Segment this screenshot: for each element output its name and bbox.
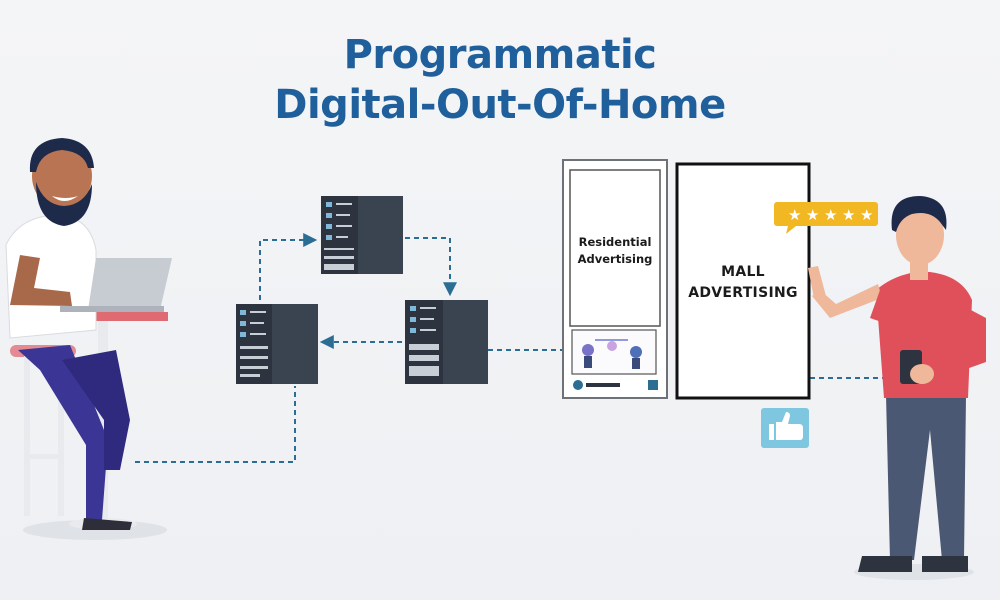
residential-kiosk [562,159,668,399]
server-right [405,300,488,384]
title-line-2: Digital-Out-Of-Home [274,82,726,128]
man-pointing [808,196,986,580]
svg-text:★: ★ [806,206,819,224]
flow-line-laptop-to-server [135,386,296,463]
flow-arrow-to-top-server [259,233,318,300]
man-with-laptop [5,138,172,540]
star-icon: ★ ★ ★ ★ ★ [788,206,873,224]
server-top [321,196,403,274]
kiosk-footer-logos [573,380,658,390]
mall-label-line-1: MALL [721,264,765,280]
svg-text:★: ★ [860,206,873,224]
thumbs-up-icon [761,408,809,448]
kiosk-mini-illustration [582,339,642,369]
mall-label-line-2: ADVERTISING [688,285,798,301]
rating-card: ★ ★ ★ ★ ★ [774,202,878,234]
flow-arrow-to-right-server [405,237,457,297]
title-line-1: Programmatic [343,32,657,78]
residential-label-line-2: Advertising [577,252,653,266]
residential-label-line-1: Residential [578,235,652,249]
page-title: Programmatic Digital-Out-Of-Home [0,30,1000,130]
server-left [236,304,318,384]
svg-text:★: ★ [824,206,837,224]
svg-text:★: ★ [842,206,855,224]
mall-advertising-label: MALL ADVERTISING [680,262,806,304]
residential-advertising-label: Residential Advertising [572,234,658,268]
svg-text:★: ★ [788,206,801,224]
flow-connectors [135,233,895,463]
